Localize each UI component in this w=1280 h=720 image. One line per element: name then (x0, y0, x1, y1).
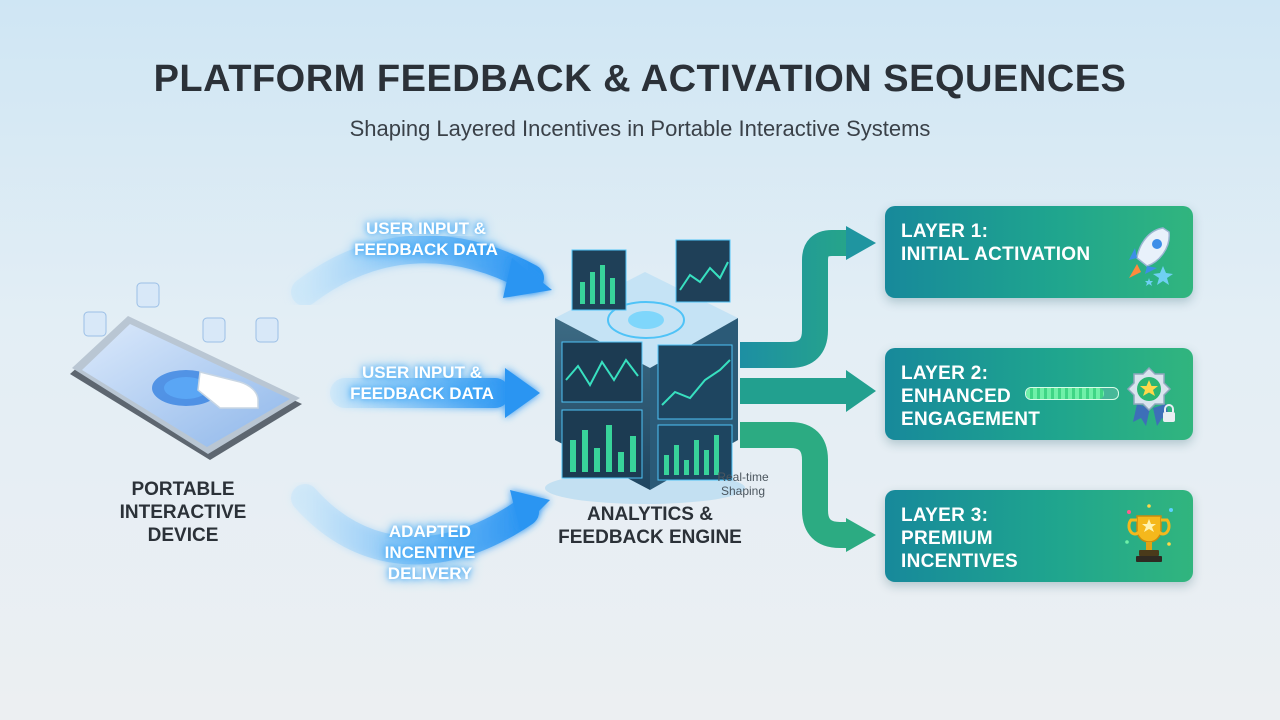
rocket-icon (1129, 227, 1173, 286)
output-arrow-layer1 (740, 226, 876, 368)
layer-card-3: LAYER 3: PREMIUM INCENTIVES (885, 490, 1193, 582)
layer-card-1: LAYER 1: INITIAL ACTIVATION (885, 206, 1193, 298)
layer-card-2: LAYER 2: ENHANCED ENGAGEMENT (885, 348, 1193, 440)
page-title: PLATFORM FEEDBACK & ACTIVATION SEQUENCES (153, 58, 1127, 100)
device-label: PORTABLE INTERACTIVE DEVICE (119, 479, 247, 546)
page-subtitle: Shaping Layered Incentives in Portable I… (349, 116, 931, 141)
flow-arrow-bottom (291, 484, 550, 565)
layer-2-label: LAYER 2: ENHANCED ENGAGEMENT (901, 363, 1041, 430)
engagement-progress-bar (1025, 387, 1119, 400)
flow-arrow-middle (330, 368, 540, 418)
flow-label-input-top: USER INPUT & FEEDBACK DATA (354, 219, 498, 259)
flow-arrow-top (291, 235, 552, 306)
layer-1-label: LAYER 1: INITIAL ACTIVATION (901, 221, 1091, 265)
engine-note: Real-time Shaping (717, 470, 769, 498)
analytics-cube (545, 239, 745, 504)
engine-label: ANALYTICS & FEEDBACK ENGINE (558, 504, 742, 548)
tablet-illustration (70, 282, 302, 460)
engagement-progress-fill (1026, 388, 1105, 399)
output-arrow-layer3 (740, 422, 876, 552)
output-arrow-layer2 (740, 370, 876, 412)
badge-icon (1126, 366, 1175, 426)
flow-label-incentive: ADAPTED INCENTIVE DELIVERY (384, 522, 476, 583)
flow-label-input-middle: USER INPUT & FEEDBACK DATA (350, 363, 494, 403)
layer-3-label: LAYER 3: PREMIUM INCENTIVES (901, 505, 1019, 572)
trophy-icon (1125, 504, 1173, 562)
